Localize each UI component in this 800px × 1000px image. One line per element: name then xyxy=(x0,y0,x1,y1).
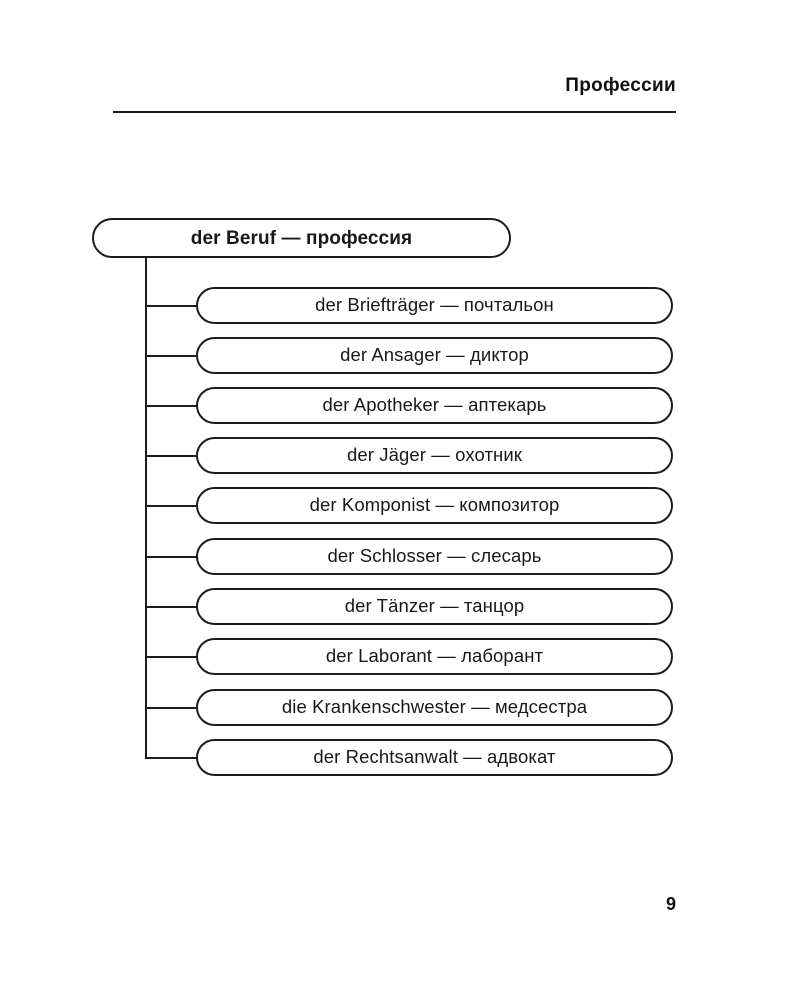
branch-connector xyxy=(145,656,198,658)
page-number: 9 xyxy=(665,894,676,914)
tree-root-node: der Beruf — профессия xyxy=(92,218,511,258)
tree-child-node: der Apotheker — аптекарь xyxy=(196,387,673,424)
tree-root-label: der Beruf — профессия xyxy=(190,227,413,249)
tree-child-label: der Komponist — композитор xyxy=(309,494,560,516)
branch-connector xyxy=(145,305,198,307)
branch-connector xyxy=(145,505,198,507)
tree-child-label: die Krankenschwester — медсестра xyxy=(281,696,588,718)
tree-child-node: der Tänzer — танцор xyxy=(196,588,673,625)
branch-connector xyxy=(145,405,198,407)
branch-connector xyxy=(145,455,198,457)
branch-connector xyxy=(145,556,198,558)
tree-child-node: der Rechtsanwalt — адвокат xyxy=(196,739,673,776)
tree-child-node: der Jäger — охотник xyxy=(196,437,673,474)
tree-child-node: der Schlosser — слесарь xyxy=(196,538,673,575)
tree-child-node: der Laborant — лаборант xyxy=(196,638,673,675)
tree-child-label: der Rechtsanwalt — адвокат xyxy=(313,746,556,768)
running-head: Профессии xyxy=(565,75,676,96)
branch-connector xyxy=(145,606,198,608)
tree-child-node: der Briefträger — почтальон xyxy=(196,287,673,324)
tree-child-node: der Ansager — диктор xyxy=(196,337,673,374)
branch-connector xyxy=(145,355,198,357)
tree-child-node: der Komponist — композитор xyxy=(196,487,673,524)
branch-connector xyxy=(145,757,198,759)
tree-child-node: die Krankenschwester — медсестра xyxy=(196,689,673,726)
branch-connector xyxy=(145,707,198,709)
tree-child-label: der Apotheker — аптекарь xyxy=(322,394,547,416)
tree-child-label: der Briefträger — почтальон xyxy=(315,294,554,316)
tree-child-label: der Ansager — диктор xyxy=(340,344,529,366)
tree-child-label: der Schlosser — слесарь xyxy=(327,545,542,567)
tree-child-label: der Laborant — лаборант xyxy=(325,645,544,667)
tree-child-label: der Jäger — охотник xyxy=(347,444,522,466)
tree-child-label: der Tänzer — танцор xyxy=(344,595,525,617)
header-rule xyxy=(113,111,676,113)
